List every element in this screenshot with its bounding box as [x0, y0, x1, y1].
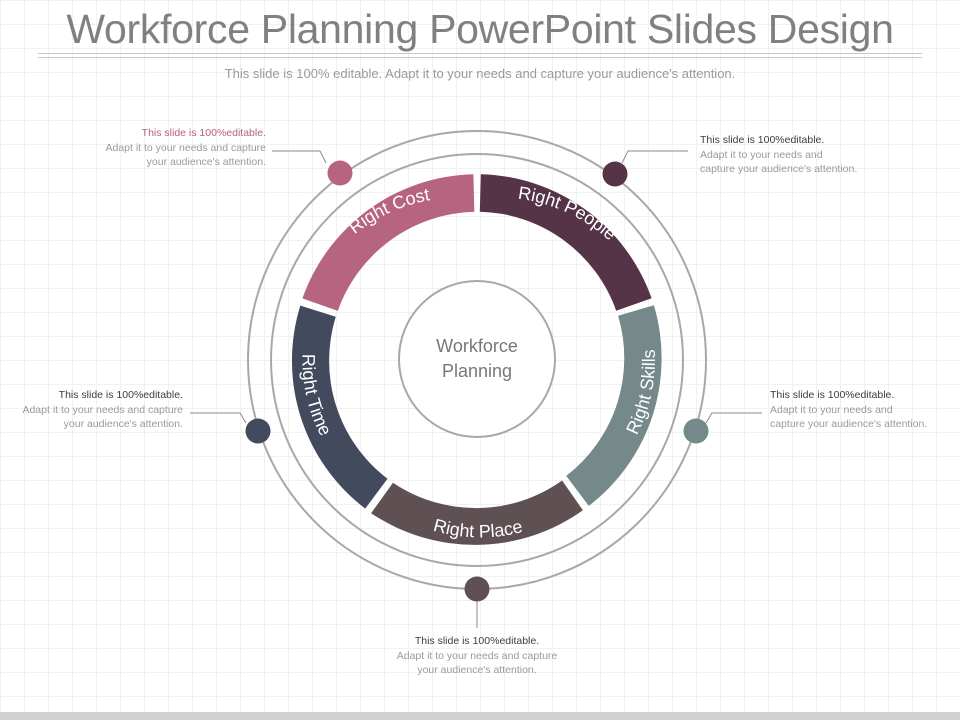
page-title: Workforce Planning PowerPoint Slides Des…: [66, 6, 894, 52]
marker-dot-top-right: [602, 161, 628, 187]
bottom-bar: [0, 712, 960, 720]
title-rule-top: [38, 53, 922, 54]
note-body: Adapt it to your needs and capture your …: [105, 141, 266, 169]
marker-dot-bottom: [464, 576, 490, 602]
marker-dot-left: [245, 418, 271, 444]
marker-dot-top-left: [327, 160, 353, 186]
note-lead: This slide is 100%editable.: [141, 127, 266, 139]
note-body: Adapt it to your needs and capture your …: [700, 148, 858, 176]
page-subtitle: This slide is 100% editable. Adapt it to…: [224, 66, 736, 81]
connector-top-left: [272, 150, 327, 164]
inner-ring: [270, 153, 684, 567]
segment-right-people: [479, 174, 652, 311]
segment-right-cost: [302, 174, 475, 311]
segment-right-skills: [566, 305, 662, 506]
note-body: Adapt it to your needs and capture your …: [22, 403, 183, 431]
note-bottom: This slide is 100%editable. Adapt it to …: [392, 634, 562, 678]
connector-right: [705, 412, 762, 424]
note-lead: This slide is 100%editable.: [58, 389, 183, 401]
note-lead: This slide is 100%editable.: [414, 635, 540, 647]
note-top-left: This slide is 100%editable. Adapt it to …: [96, 126, 266, 170]
note-lead: This slide is 100%editable.: [700, 134, 825, 146]
segment-right-place: [371, 480, 583, 545]
connector-top-right: [621, 150, 688, 164]
center-circle: [398, 280, 556, 438]
title-rule-bottom: [38, 57, 922, 58]
note-left: This slide is 100%editable. Adapt it to …: [13, 388, 183, 432]
note-top-right: This slide is 100%editable. Adapt it to …: [700, 133, 860, 177]
note-lead: This slide is 100%editable.: [770, 389, 895, 401]
connector-left: [190, 412, 247, 424]
segment-right-time: [291, 305, 388, 509]
marker-dot-right: [683, 418, 709, 444]
center-label-line2: Planning: [442, 361, 512, 381]
note-right: This slide is 100%editable. Adapt it to …: [770, 388, 930, 432]
center-label-line1: Workforce: [436, 336, 518, 356]
note-body: Adapt it to your needs and capture your …: [770, 403, 928, 431]
note-body: Adapt it to your needs and capture your …: [396, 649, 558, 677]
